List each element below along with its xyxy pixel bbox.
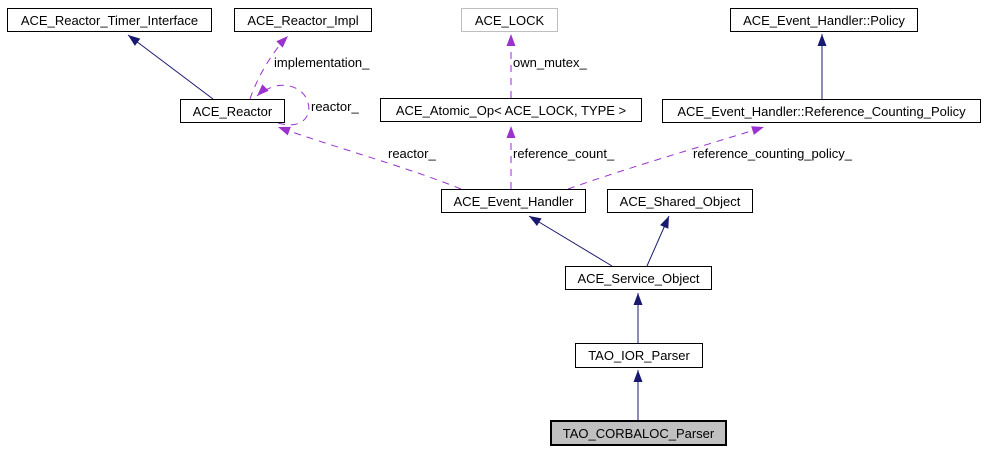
node-label: ACE_Reactor bbox=[192, 103, 273, 119]
node-tao-corbaloc-parser: TAO_CORBALOC_Parser bbox=[550, 420, 727, 446]
node-label: TAO_CORBALOC_Parser bbox=[562, 425, 715, 441]
node-label: ACE_Event_Handler::Policy bbox=[743, 12, 905, 28]
node-label: ACE_Shared_Object bbox=[619, 193, 741, 209]
edge-label-implementation: implementation_ bbox=[274, 55, 370, 70]
node-label: ACE_Event_Handler::Reference_Counting_Po… bbox=[677, 103, 966, 119]
edge-reactor-self-loop bbox=[256, 84, 310, 126]
node-label: ACE_Service_Object bbox=[577, 270, 700, 286]
edge-label-reactor: reactor_ bbox=[388, 146, 436, 161]
node-ace-shared-object[interactable]: ACE_Shared_Object bbox=[607, 189, 753, 213]
node-tao-ior-parser[interactable]: TAO_IOR_Parser bbox=[575, 343, 703, 368]
node-ace-reactor-timer-interface[interactable]: ACE_Reactor_Timer_Interface bbox=[7, 8, 212, 32]
edge-service-object-to-shared-object bbox=[646, 215, 670, 267]
edge-service-object-to-event-handler bbox=[528, 215, 613, 267]
node-ace-event-handler-reference-counting-policy[interactable]: ACE_Event_Handler::Reference_Counting_Po… bbox=[662, 99, 981, 123]
node-ace-reactor[interactable]: ACE_Reactor bbox=[180, 99, 285, 123]
node-ace-reactor-impl[interactable]: ACE_Reactor_Impl bbox=[234, 8, 372, 32]
edge-label-reference-counting-policy: reference_counting_policy_ bbox=[693, 146, 852, 161]
node-ace-atomic-op[interactable]: ACE_Atomic_Op< ACE_LOCK, TYPE > bbox=[380, 98, 642, 122]
edge-label-own-mutex: own_mutex_ bbox=[513, 55, 587, 70]
edge-implementation bbox=[249, 35, 289, 100]
node-label: ACE_Event_Handler bbox=[453, 193, 574, 209]
node-label: ACE_Atomic_Op< ACE_LOCK, TYPE > bbox=[395, 102, 627, 118]
edge-reactor bbox=[277, 126, 462, 190]
node-ace-event-handler-policy[interactable]: ACE_Event_Handler::Policy bbox=[730, 8, 918, 32]
node-label: ACE_Reactor_Timer_Interface bbox=[20, 12, 199, 28]
node-ace-lock: ACE_LOCK bbox=[461, 8, 558, 32]
edge-reactor-to-timer-interface bbox=[127, 34, 214, 100]
edge-label-reference-count: reference_count_ bbox=[513, 146, 615, 161]
edge-label-reactor-self: reactor_ bbox=[311, 99, 359, 114]
node-label: ACE_Reactor_Impl bbox=[247, 12, 359, 28]
node-label: ACE_LOCK bbox=[474, 12, 545, 28]
node-ace-event-handler[interactable]: ACE_Event_Handler bbox=[441, 189, 586, 213]
node-ace-service-object[interactable]: ACE_Service_Object bbox=[565, 266, 712, 290]
node-label: TAO_IOR_Parser bbox=[588, 348, 690, 363]
